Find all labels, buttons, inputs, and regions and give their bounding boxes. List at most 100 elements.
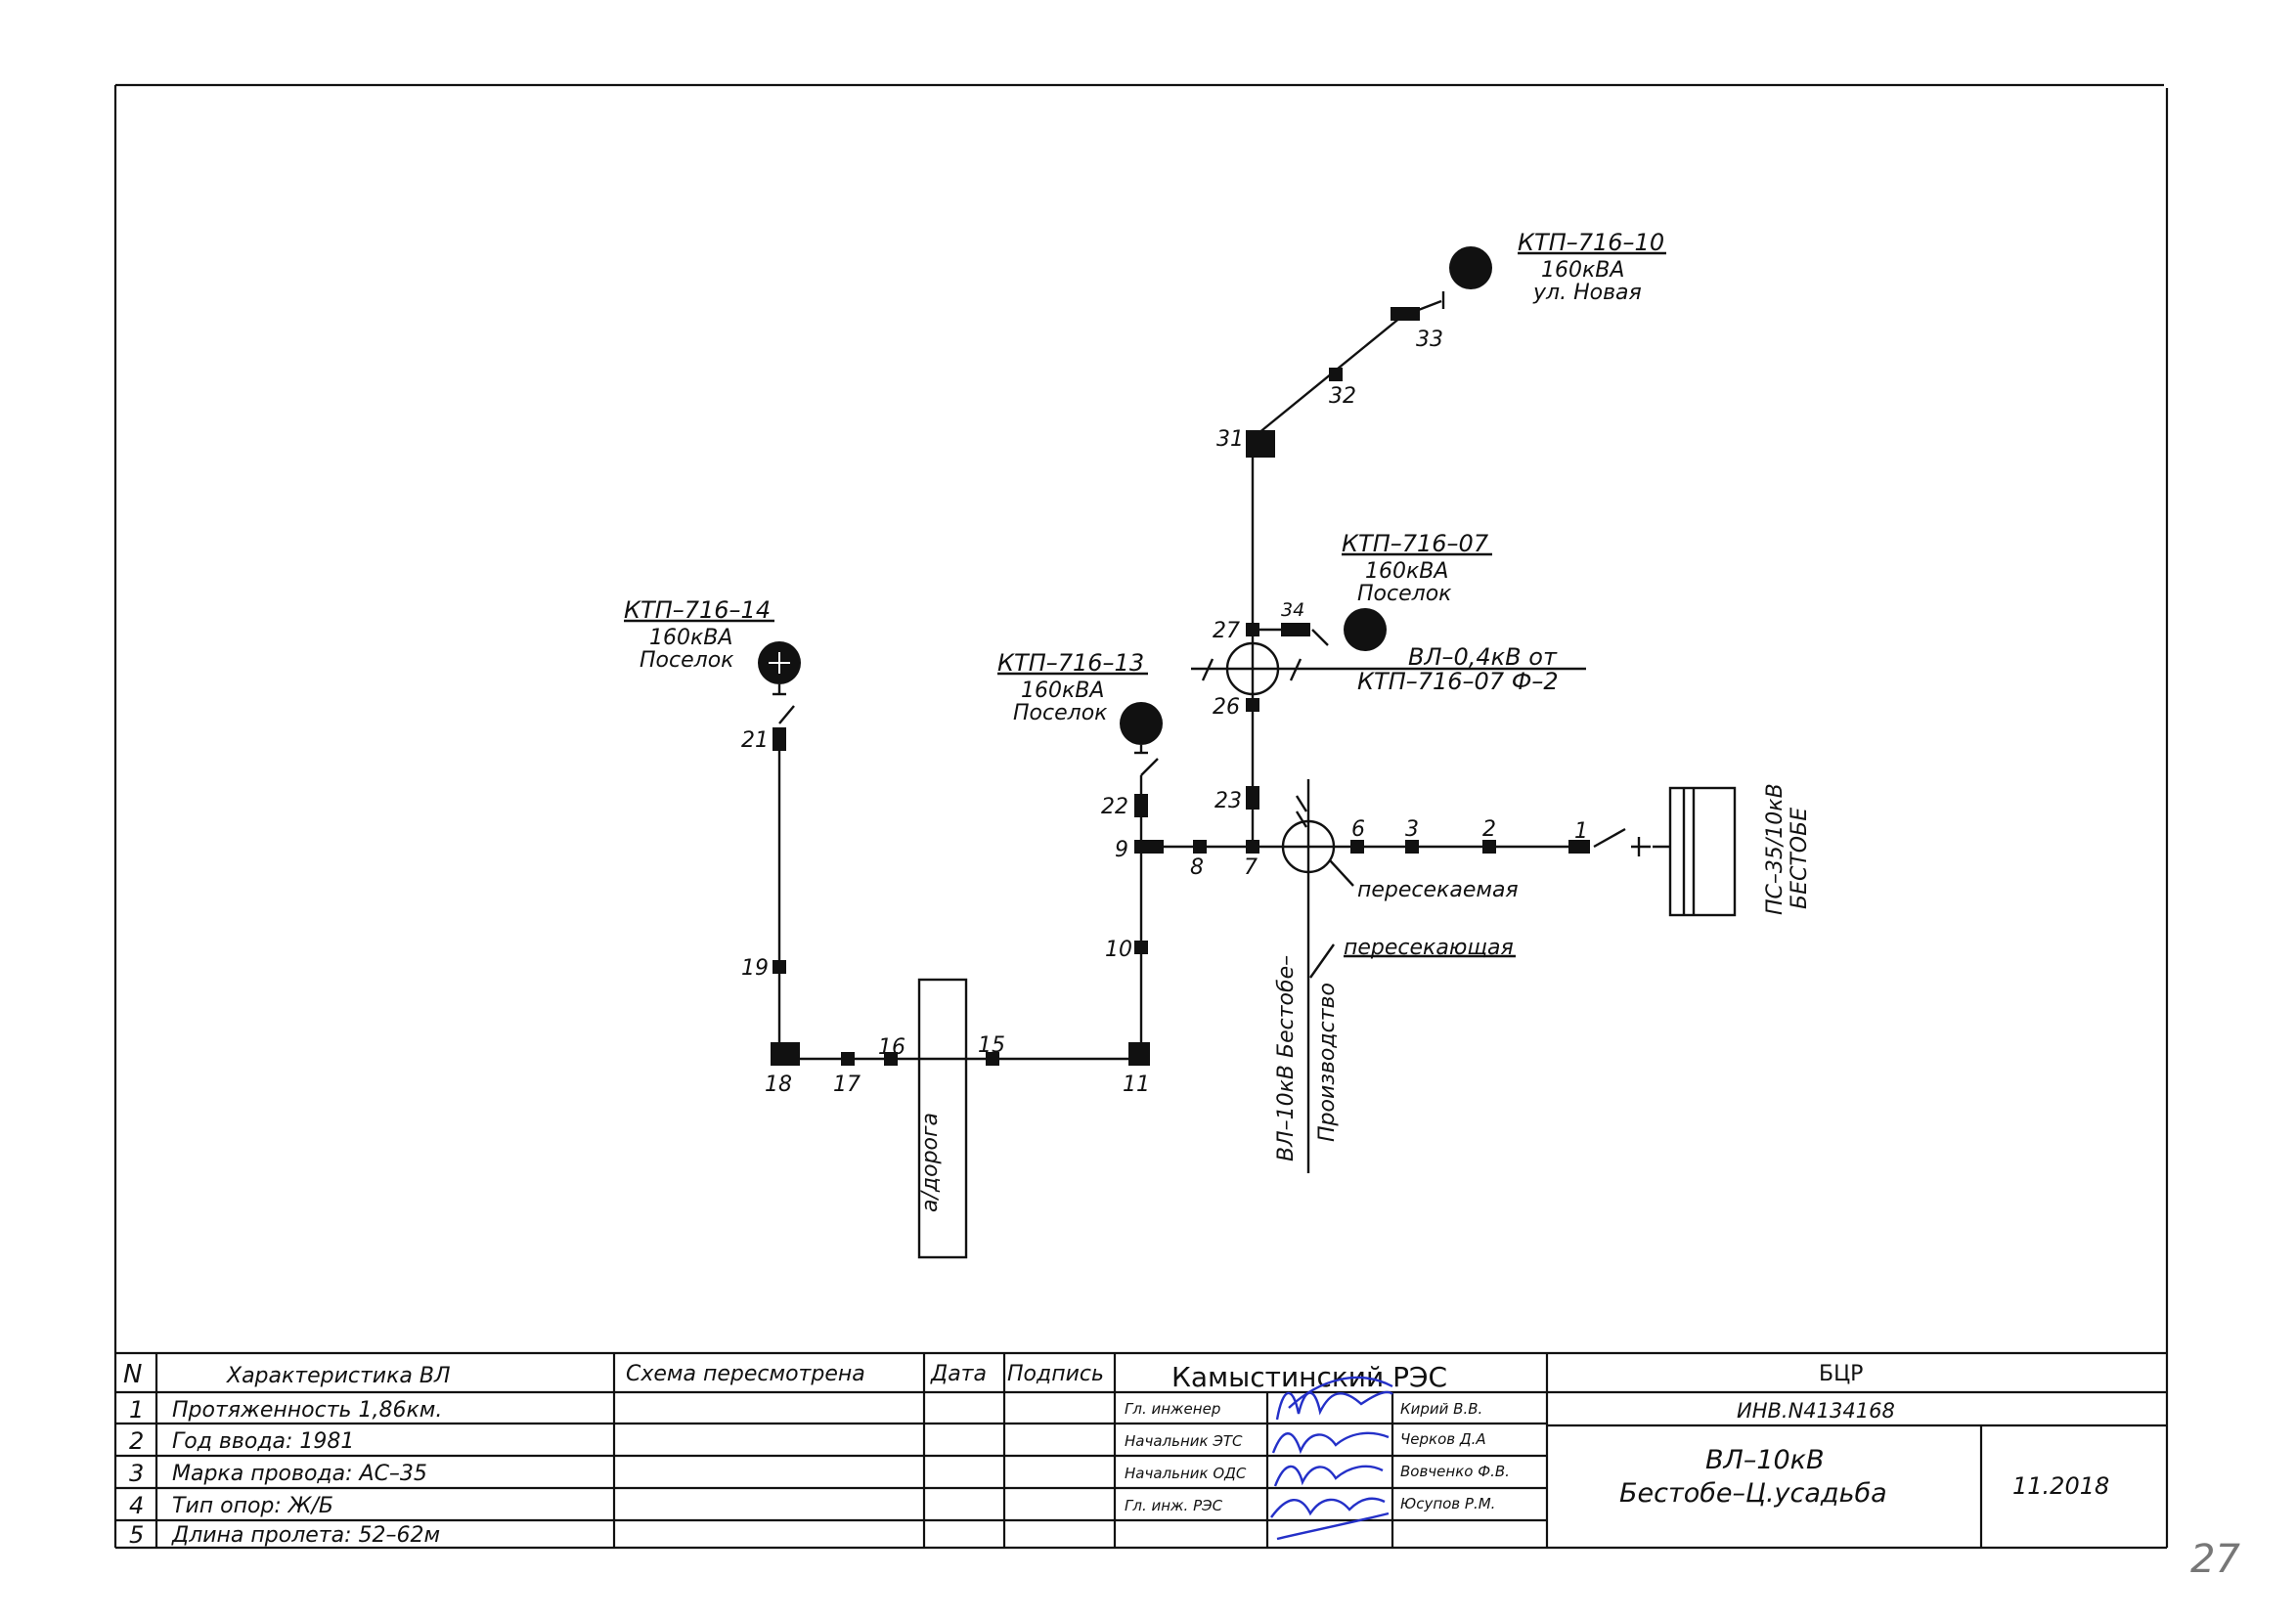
svg-text:ул. Новая: ул. Новая [1532,281,1642,305]
svg-text:КТП–716–13: КТП–716–13 [997,649,1144,677]
pole-number: 26 [1213,695,1240,720]
ktp-716-07: КТП–716–07 160кВА Поселок [1342,530,1492,651]
staff-role: Гл. инженер [1125,1400,1220,1418]
pole-number: 17 [833,1073,861,1097]
pole-31 [1246,430,1275,458]
pole-numbers: 1 2 3 6 7 8 9 10 11 15 16 17 18 19 21 22… [741,328,1588,1097]
pole-number: 19 [741,956,769,981]
staff-role: Начальник ОДС [1125,1465,1247,1482]
pole-6 [1350,840,1364,854]
vl10-label-1: ВЛ–10кВ Бестобе– [1274,955,1299,1161]
pole-9 [1134,840,1164,854]
table-header-date: Дата [930,1362,987,1386]
substation-symbol [1653,786,1737,917]
pole-34 [1281,623,1310,636]
poles [771,307,1590,1066]
vl10-label-2: Производство [1315,983,1340,1142]
pole-number: 31 [1216,427,1244,452]
title-block [115,1351,2167,1548]
pole-11 [1128,1042,1150,1066]
row-number: 3 [129,1460,144,1487]
pole-21 [773,727,786,751]
svg-text:КТП–716–14: КТП–716–14 [624,596,771,624]
staff-rows: Гл. инженер Кирий В.В. Начальник ЭТС Чер… [1125,1400,1510,1514]
pole-8 [1193,840,1207,854]
pole-18 [771,1042,800,1066]
pole-17 [841,1052,855,1066]
pole-10 [1134,941,1148,954]
pole-number: 9 [1115,838,1128,862]
svg-text:160кВА: 160кВА [1541,258,1624,283]
row-number: 1 [129,1396,144,1424]
row-text: Год ввода: 1981 [172,1429,354,1454]
pole-number: 1 [1574,819,1588,844]
pole-number: 32 [1329,384,1356,409]
pole-3 [1405,840,1419,854]
row-number: 4 [129,1492,144,1519]
table-header-char: Характеристика ВЛ [226,1364,451,1388]
department-name: БЦР [1819,1362,1863,1386]
pole-1 [1568,840,1590,854]
ktp-716-13: КТП–716–13 160кВА Поселок [997,649,1163,755]
pole-2 [1482,840,1496,854]
characteristics-rows: 1 Протяженность 1,86км. 2 Год ввода: 198… [129,1396,442,1549]
vl04-label-1: ВЛ–0,4кВ от [1408,643,1558,671]
pole-number: 27 [1213,619,1240,643]
pole-number: 22 [1101,795,1128,819]
pole-number: 18 [765,1073,792,1097]
pole-number: 7 [1244,855,1258,880]
line-title-1: ВЛ–10кВ [1705,1445,1825,1475]
line-title-2: Бестобе–Ц.усадьба [1619,1478,1887,1509]
road-rect [917,978,968,1259]
pole-number: 15 [978,1033,1005,1058]
crossing-vl10-line [1281,779,1354,1173]
table-header-n: N [123,1360,142,1389]
vl04-label-2: КТП–716–07 Ф–2 [1357,668,1559,695]
row-number: 2 [129,1427,144,1455]
crossing-vl04-line [1191,641,1586,696]
pole-26 [1246,698,1259,712]
pole-number: 6 [1351,817,1365,842]
row-text: Длина пролета: 52–62м [171,1523,440,1548]
svg-text:160кВА: 160кВА [1365,559,1448,584]
substation-label-1: ПС–35/10кВ [1763,783,1788,915]
pole-number: 33 [1416,328,1443,352]
pole-27 [1246,623,1259,636]
row-text: Марка провода: АС–35 [172,1462,427,1486]
pole-number: 2 [1482,817,1496,842]
pole-number: 23 [1214,789,1242,813]
crossing-label: пересекающая [1344,936,1514,960]
road-label: а/дорога [918,1113,943,1212]
svg-text:Поселок: Поселок [1013,701,1108,725]
handwritten-signatures [1270,1376,1393,1541]
pole-22 [1134,794,1148,817]
staff-role: Гл. инж. РЭС [1125,1497,1223,1514]
ktp-716-14: КТП–716–14 160кВА Поселок [624,596,801,696]
table-header-review: Схема пересмотрена [626,1362,865,1386]
row-text: Тип опор: Ж/Б [172,1494,333,1518]
svg-text:160кВА: 160кВА [1021,679,1104,703]
pole-15 [986,1052,999,1066]
switches [778,291,1651,856]
row-number: 5 [129,1521,144,1549]
pole-number: 11 [1123,1073,1150,1097]
pole-number: 8 [1190,855,1204,880]
date-value: 11.2018 [2012,1472,2109,1500]
staff-name: Юсупов Р.М. [1400,1495,1495,1512]
pole-7 [1246,840,1259,854]
table-header-sign: Подпись [1007,1362,1104,1386]
svg-text:Поселок: Поселок [1357,582,1452,606]
pole-19 [773,960,786,974]
pole-number: 10 [1105,938,1132,962]
pole-number: 34 [1281,599,1304,621]
staff-role: Начальник ЭТС [1125,1432,1243,1450]
pole-16 [884,1052,898,1066]
staff-name: Кирий В.В. [1400,1400,1482,1418]
ktp-716-10: КТП–716–10 160кВА ул. Новая [1449,229,1666,305]
organization-name: Камыстинский РЭС [1171,1361,1447,1393]
page-number: 27 [2190,1537,2240,1582]
svg-text:160кВА: 160кВА [649,626,732,650]
staff-name: Вовченко Ф.В. [1400,1463,1510,1480]
